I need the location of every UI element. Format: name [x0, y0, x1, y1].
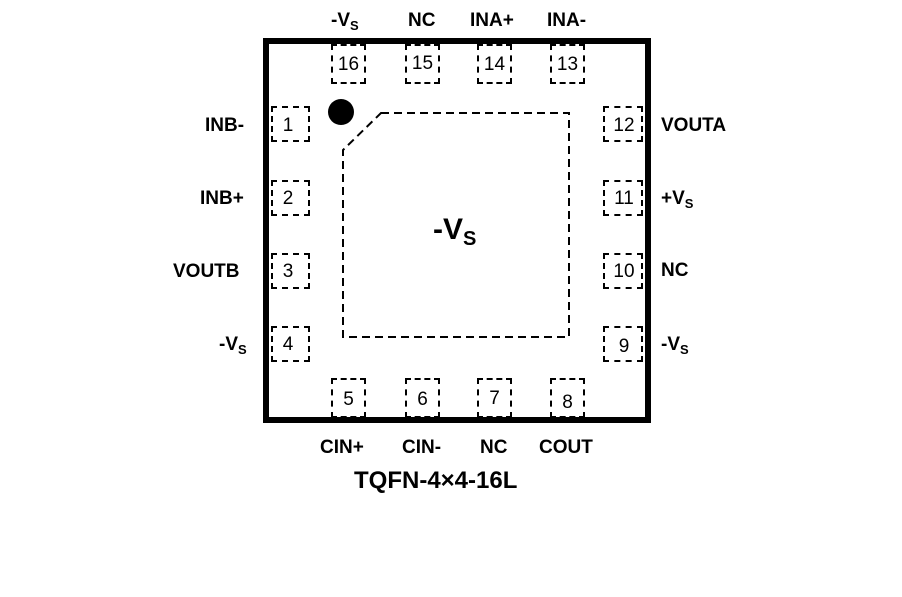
pin-number-15: 15	[411, 53, 434, 74]
pin-label-13: INA-	[547, 10, 587, 31]
pin-pad-13	[550, 44, 585, 84]
pin-number-16: 16	[337, 54, 360, 75]
pin-pad-5	[331, 378, 366, 418]
exposed-pad-name: -V	[433, 213, 463, 246]
pin-number-1: 1	[282, 115, 294, 136]
pin-label-2: INB+	[200, 188, 244, 209]
pin-number-4: 4	[282, 334, 294, 355]
pin-number-3: 3	[282, 261, 294, 282]
pin-pad-4	[271, 326, 310, 362]
pin-number-9: 9	[618, 336, 630, 357]
exposed-pad-outline	[342, 112, 570, 338]
pin-label-6: CIN-	[402, 437, 442, 458]
pin-pad-15	[405, 44, 440, 84]
pin-pad-16	[331, 44, 366, 84]
pin-name-16: -V	[331, 10, 350, 31]
pin-subscript-11: S	[684, 196, 694, 211]
pin-label-7: NC	[480, 437, 508, 458]
pin-pad-2	[271, 180, 310, 216]
pin-pad-8	[550, 378, 585, 418]
pin-number-14: 14	[483, 54, 506, 75]
pin-subscript-16: S	[350, 18, 359, 33]
pin-subscript-4: S	[238, 342, 247, 357]
pin-label-10: NC	[661, 260, 689, 281]
pin-pad-6	[405, 378, 440, 418]
pin-number-8: 8	[562, 392, 573, 413]
pin-number-5: 5	[343, 389, 354, 410]
pin-pad-12	[603, 106, 643, 142]
pin-label-11: +VS	[661, 189, 693, 210]
package-outline	[263, 38, 651, 423]
exposed-pad-subscript: S	[463, 228, 477, 250]
package-name-caption: TQFN-4×4-16L	[354, 467, 518, 494]
pin-label-12: VOUTA	[661, 115, 727, 136]
pin-label-9: -VS	[661, 335, 689, 356]
pin-number-6: 6	[417, 389, 428, 410]
pin-pad-3	[271, 253, 310, 289]
pin-pad-1	[271, 106, 310, 142]
pin-pad-10	[603, 253, 643, 289]
pin1-indicator-dot	[328, 99, 354, 125]
pin-number-10: 10	[613, 261, 635, 282]
pin-pad-7	[477, 378, 512, 418]
pin-label-4: -VS	[219, 335, 247, 356]
pin-label-1: INB-	[205, 115, 245, 136]
pin-name-9: -V	[661, 334, 680, 355]
pin-number-7: 7	[489, 388, 500, 409]
pin-label-14: INA+	[470, 10, 514, 31]
pin-pad-9	[603, 326, 643, 362]
pin-label-5: CIN+	[320, 437, 364, 458]
pin-subscript-9: S	[680, 342, 689, 357]
pin-name-11: +V	[661, 188, 685, 209]
pin-pad-11	[603, 180, 643, 216]
pin-number-11: 11	[614, 188, 634, 209]
pin-number-13: 13	[556, 54, 579, 75]
exposed-pad-label: -VS	[433, 213, 477, 250]
pin-pad-14	[477, 44, 512, 84]
pin-label-3: VOUTB	[173, 261, 240, 282]
pin-label-15: NC	[408, 10, 436, 31]
pin-label-8: COUT	[539, 437, 593, 458]
pin-number-2: 2	[282, 188, 294, 209]
pin-label-16: -VS	[331, 11, 359, 32]
pin-number-12: 12	[613, 115, 635, 136]
pin-name-4: -V	[219, 334, 238, 355]
